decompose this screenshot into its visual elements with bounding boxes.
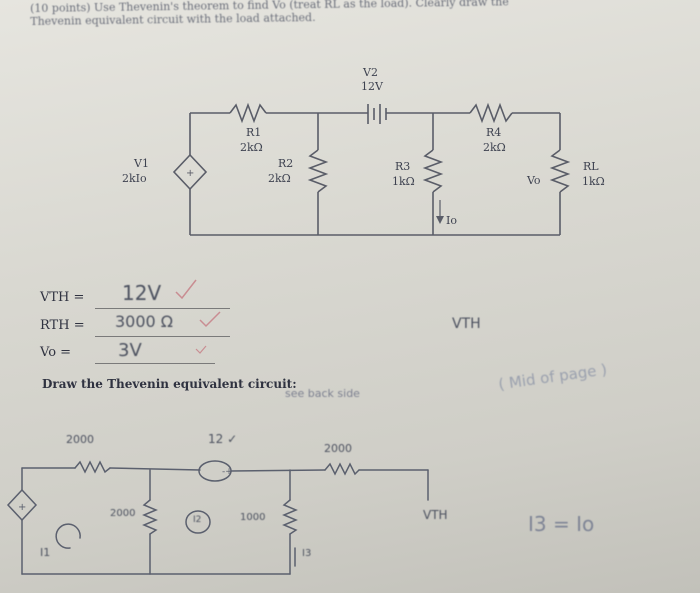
loop-current-1 xyxy=(55,523,81,549)
hand-i2-label: I2 xyxy=(193,515,202,525)
label-r2: R2 xyxy=(278,157,294,170)
resistor-r3-top xyxy=(469,102,513,124)
vo-answer: 3V xyxy=(118,340,142,361)
hand-i1-label: I1 xyxy=(40,546,51,559)
rth-label: RTH = xyxy=(40,318,85,333)
label-i3: Io xyxy=(446,214,457,227)
resistor-r3 xyxy=(422,149,444,193)
hand-i3-label: I3 xyxy=(302,548,312,559)
label-r1-value: 2kΩ xyxy=(240,141,263,154)
vth-margin-note: VTH xyxy=(452,316,481,332)
label-r3-value: 1kΩ xyxy=(392,175,415,188)
vth-label: VTH = xyxy=(40,290,85,305)
label-rl-value: 1kΩ xyxy=(582,175,605,188)
hand-r3-label: 2000 xyxy=(110,508,136,519)
hand-r2-label: 1000 xyxy=(240,512,266,523)
hand-r1-label: 2000 xyxy=(66,433,94,446)
resistor-rl xyxy=(549,149,571,193)
label-vs-value: 12V xyxy=(361,80,383,93)
rth-line xyxy=(95,336,230,337)
draw-instruction: Draw the Thevenin equivalent circuit: xyxy=(42,377,297,391)
hand-r4-label: 2000 xyxy=(324,442,352,455)
resistor-r2 xyxy=(307,149,329,193)
label-v1-value: 2kIo xyxy=(122,172,147,185)
svg-text:+: + xyxy=(186,168,194,179)
rth-answer: 3000 Ω xyxy=(115,312,174,331)
loop-current-2 xyxy=(185,510,211,534)
label-rl: RL xyxy=(583,160,599,173)
hand-resistor-4 xyxy=(282,499,298,535)
vo-line xyxy=(95,363,215,364)
hand-vth-label: VTH xyxy=(423,508,448,522)
vo-label: Vo = xyxy=(40,345,72,360)
label-vs: V2 xyxy=(363,66,378,79)
hand-current-relation: I3 = Io xyxy=(528,512,595,536)
label-r2-value: 2kΩ xyxy=(268,172,291,185)
vth-answer: 12V xyxy=(122,281,162,305)
resistor-r1 xyxy=(229,102,267,124)
hand-resistor-1 xyxy=(74,460,111,474)
hand-resistor-3 xyxy=(142,499,158,535)
label-r4: R4 xyxy=(486,126,502,139)
label-v1: V1 xyxy=(134,157,149,170)
hand-vs-label: 12 ✓ xyxy=(208,432,238,446)
svg-text:+: + xyxy=(18,502,26,513)
see-back-note: see back side xyxy=(285,387,360,400)
svg-text:-+: -+ xyxy=(222,467,233,477)
hand-resistor-2 xyxy=(324,462,360,476)
label-r4-value: 2kΩ xyxy=(483,141,506,154)
label-vo: Vo xyxy=(527,174,541,187)
label-r3: R3 xyxy=(395,160,411,173)
vth-line xyxy=(95,308,230,309)
label-r1: R1 xyxy=(246,126,262,139)
